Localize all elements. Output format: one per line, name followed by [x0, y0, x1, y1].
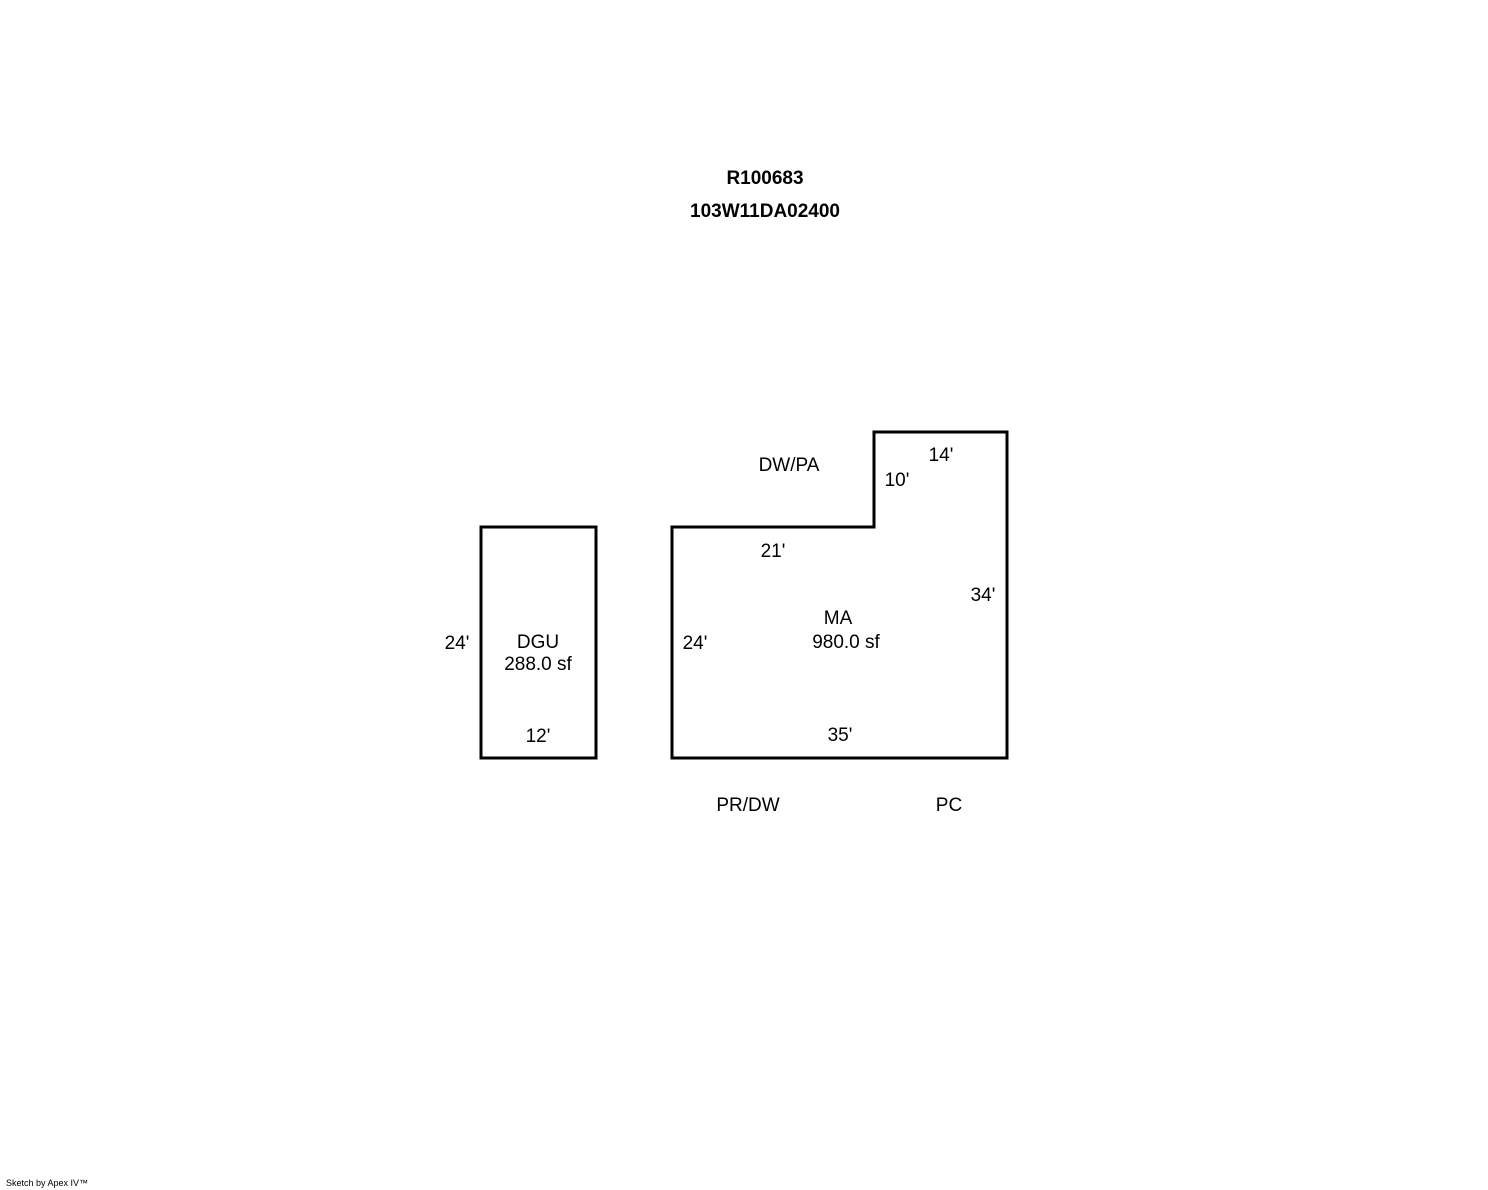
dgu-outline	[479, 525, 598, 760]
ma-dim-top-left: 21'	[761, 541, 786, 562]
dgu-code-label: DGU	[517, 632, 559, 653]
pc-label: PC	[936, 795, 962, 816]
pr-dw-label: PR/DW	[716, 795, 779, 816]
ma-dim-left: 24'	[683, 633, 708, 654]
ma-dim-step: 10'	[885, 470, 910, 491]
ma-dim-right: 34'	[971, 585, 996, 606]
dgu-area-label: 288.0 sf	[504, 654, 572, 675]
ma-code-label: MA	[824, 608, 853, 629]
sketch-credit: Sketch by Apex IV™	[6, 1178, 89, 1188]
ma-area-label: 980.0 sf	[812, 632, 880, 653]
ma-outline	[670, 430, 1009, 760]
dw-pa-label: DW/PA	[759, 455, 820, 476]
dgu-dim-bottom: 12'	[526, 726, 551, 747]
map-id: 103W11DA02400	[690, 201, 840, 222]
ma-dim-top-right: 14'	[929, 445, 954, 466]
record-id: R100683	[726, 168, 804, 189]
ma-dim-bottom: 35'	[828, 725, 853, 746]
dgu-dim-left: 24'	[445, 633, 470, 654]
